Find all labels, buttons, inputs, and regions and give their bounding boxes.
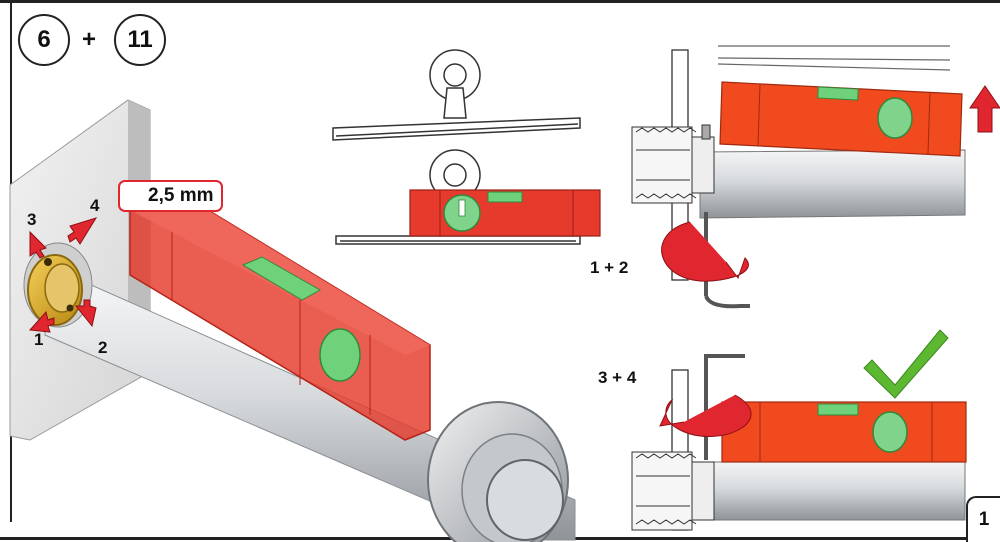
- level-on-rail-sketch: [409, 189, 601, 237]
- callout-tighten-3-4: 3 + 4: [598, 368, 637, 387]
- step-circle-second: 11: [114, 14, 166, 66]
- check-icon: [863, 329, 949, 399]
- tool-size-badge: 2,5 mm: [118, 180, 224, 212]
- bracket-level-sketch: [332, 49, 581, 245]
- rail-top-sketch: [332, 117, 581, 141]
- level-bubble-round: [319, 328, 361, 382]
- threaded-mount-top: [631, 124, 715, 204]
- step-plus-sign: +: [82, 26, 97, 53]
- callout-screw-2: 2: [98, 338, 108, 357]
- callout-screw-4: 4: [90, 196, 100, 215]
- rotation-arrow-icon: [661, 221, 749, 282]
- detail-tilted-level: [631, 45, 1000, 309]
- page-number: 1: [966, 496, 1000, 542]
- up-arrow-icon: [969, 85, 1000, 133]
- detail-level-correct: [631, 329, 967, 531]
- top-border: [0, 0, 1000, 3]
- tool-size-label: 2,5 mm: [148, 185, 214, 206]
- grub-screw-icon: [44, 258, 52, 266]
- chrome-rod-bottom: [699, 461, 966, 521]
- pointer-arrows: [28, 217, 98, 333]
- level-bubble-vial: [241, 256, 322, 301]
- chrome-rod-top: [699, 149, 966, 219]
- callout-screw-3: 3: [27, 210, 37, 229]
- grub-screw-icon: [66, 304, 74, 312]
- callout-screw-1: 1: [34, 330, 44, 349]
- threaded-mount-bottom: [631, 451, 715, 531]
- main-perspective-view: [9, 99, 576, 542]
- callout-tighten-1-2: 1 + 2: [590, 258, 629, 277]
- step-circle-first: 6: [18, 14, 70, 66]
- rotation-arrow-icon: [659, 394, 752, 438]
